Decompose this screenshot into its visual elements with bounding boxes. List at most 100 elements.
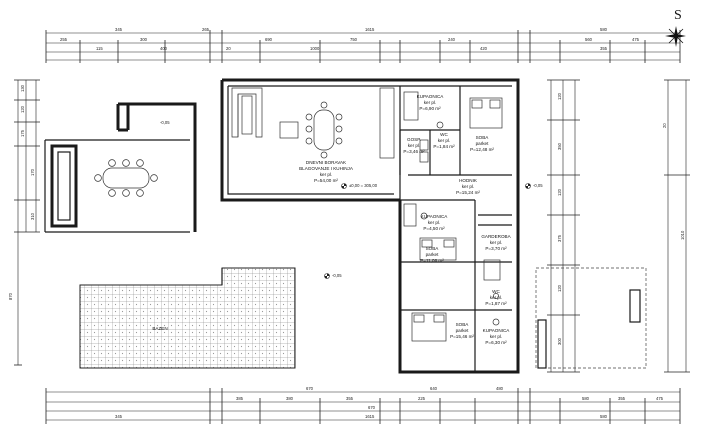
- dim-right-a: 120: [557, 92, 562, 100]
- lvl-main: ±0,00 = 305,00: [349, 183, 378, 188]
- dim-top-row2-c: 690: [265, 37, 273, 42]
- room-hodnik-area: P=15,24 m²: [456, 190, 480, 195]
- level-marker-main: ±0,00 = 305,00: [341, 183, 378, 189]
- lvl-right: -0,05: [533, 183, 543, 188]
- room-soba1-name: SOBA: [476, 135, 490, 140]
- dimension-chains-bottom: 670 640 480 385 380 355 225 580 355 475 …: [45, 386, 681, 424]
- room-wc2-floor: ker pl.: [490, 295, 503, 300]
- dim-bottom-right: 580: [600, 414, 608, 419]
- dim-right-f: 300: [557, 337, 562, 345]
- room-wc2-area: P=1,87 m²: [485, 301, 507, 306]
- room-kupaonica2-name: KUPAONICA: [421, 214, 449, 219]
- room-labels: DNEVNI BORAVAK BLAGOVANJE I KUHINJA ker …: [299, 94, 512, 345]
- room-soba3-floor: parket: [456, 328, 469, 333]
- dim-right-e: 120: [557, 284, 562, 292]
- dim-bottom-overall: 1615: [365, 414, 375, 419]
- dim-bottom-mid: 670: [368, 405, 376, 410]
- room-garderoba-floor: ker pl.: [490, 240, 503, 245]
- dim-bottom-row2-e: 580: [582, 396, 590, 401]
- room-wc1-area: P=1,84 m²: [433, 144, 455, 149]
- dim-top-row2-g: 475: [632, 37, 640, 42]
- terrace: -0,05: [44, 102, 197, 233]
- dim-top-row2-e: 240: [448, 37, 456, 42]
- dim-bottom-row3-a: 670: [306, 386, 314, 391]
- dimension-chains-top: 345 1615 580 265 255 300 690 750 240 560…: [45, 27, 681, 63]
- room-kupaonica3-floor: ker pl.: [490, 334, 503, 339]
- dim-right-c: 120: [557, 188, 562, 196]
- room-dnevni-area: P=54,00 m²: [314, 178, 338, 183]
- compass-star-icon: [665, 26, 686, 47]
- room-soba1-area: P=12,48 m²: [470, 147, 494, 152]
- room-dnevni-name: DNEVNI BORAVAK: [306, 160, 347, 165]
- dim-left-overall: 870: [8, 292, 13, 300]
- dim-bottom-row2-a: 385: [236, 396, 244, 401]
- room-dnevni-floor: ker pl.: [320, 172, 333, 177]
- level-marker-right: -0,05: [525, 183, 543, 189]
- dim-bottom-row3-c: 480: [496, 386, 504, 391]
- dim-left-e: 310: [30, 212, 35, 220]
- level-markers: ±0,00 = 305,00 -0,05 -0,05: [324, 183, 543, 279]
- room-dnevni-sub: BLAGOVANJE I KUHINJA: [299, 166, 354, 171]
- room-kupaonica1-floor: ker pl.: [424, 100, 437, 105]
- dim-top-right: 580: [600, 27, 608, 32]
- dim-top-row2-d: 750: [350, 37, 358, 42]
- room-garderoba-area: P=3,70 m²: [485, 246, 507, 251]
- pool: BAZEN: [79, 267, 296, 369]
- dim-left-d: 170: [30, 168, 35, 176]
- room-soba3-area: P=15,46 m²: [450, 334, 474, 339]
- dim-right-d: 375: [557, 234, 562, 242]
- dim-right-overall: 1010: [680, 230, 685, 240]
- dim-top-row3-f: 355: [600, 46, 608, 51]
- room-soba3-name: SOBA: [456, 322, 470, 327]
- dim-top-row2-f: 560: [585, 37, 593, 42]
- dim-top-overall: 1615: [365, 27, 375, 32]
- room-soba2-name: SOBA: [426, 246, 440, 251]
- room-kupaonica2-area: P=4,50 m²: [423, 226, 445, 231]
- dim-bottom-left: 345: [115, 414, 123, 419]
- dim-left-c: 175: [20, 129, 25, 137]
- dining-table: [305, 101, 343, 159]
- room-kupaonica1-area: P=6,90 m²: [419, 106, 441, 111]
- dim-bottom-row2-f: 355: [618, 396, 626, 401]
- dim-top-row2-a: 255: [60, 37, 68, 42]
- room-gosp-name: GOSP.: [407, 137, 421, 142]
- dim-bottom-row2-c: 355: [346, 396, 354, 401]
- bedroom-furniture: [403, 91, 503, 342]
- dim-right-g: 20: [662, 123, 667, 128]
- dimension-chains-left: 870 130 120 175 170 310: [8, 79, 40, 366]
- dim-top-row3-b: 400: [160, 46, 168, 51]
- room-wc2-name: WC: [492, 289, 500, 294]
- room-wc1-name: WC: [440, 132, 448, 137]
- room-kupaonica3-area: P=6,30 m²: [485, 340, 507, 345]
- outbuilding: [535, 267, 647, 369]
- room-gosp-floor: ker pl.: [408, 143, 421, 148]
- living-furniture: [231, 87, 395, 159]
- room-garderoba-name: GARDEROBA: [481, 234, 511, 239]
- compass: S: [665, 8, 686, 47]
- dim-left-b: 120: [20, 105, 25, 113]
- room-kupaonica2-floor: ker pl.: [428, 220, 441, 225]
- dimension-chains-right: 1010 120 350 120 375 120 300 20: [547, 79, 690, 373]
- dim-top-row3-d: 1000: [310, 46, 320, 51]
- dim-top-row2-b: 300: [140, 37, 148, 42]
- dim-top-mid: 265: [202, 27, 210, 32]
- room-wc1-floor: ker pl.: [438, 138, 451, 143]
- room-soba2-floor: parket: [426, 252, 439, 257]
- dim-left-a: 130: [20, 84, 25, 92]
- dim-bottom-row2-g: 475: [656, 396, 664, 401]
- dim-top-left: 345: [115, 27, 123, 32]
- room-gosp-area: P=3,46 m²: [403, 149, 425, 154]
- level-marker-pool: -0,05: [324, 273, 342, 279]
- room-soba2-area: P=11,06 m²: [420, 258, 444, 263]
- dim-bottom-row2-b: 380: [286, 396, 294, 401]
- dim-top-row3-c: 20: [226, 46, 231, 51]
- terrace-dining-table: [94, 159, 158, 197]
- house-walls: [220, 78, 520, 374]
- room-hodnik-floor: ker pl.: [462, 184, 475, 189]
- dim-top-row3-a: 115: [96, 46, 103, 51]
- room-hodnik-name: HODNIK: [459, 178, 478, 183]
- room-kupaonica1-name: KUPAONICA: [417, 94, 445, 99]
- dim-bottom-row2-d: 225: [418, 396, 426, 401]
- pool-label: BAZEN: [152, 326, 167, 331]
